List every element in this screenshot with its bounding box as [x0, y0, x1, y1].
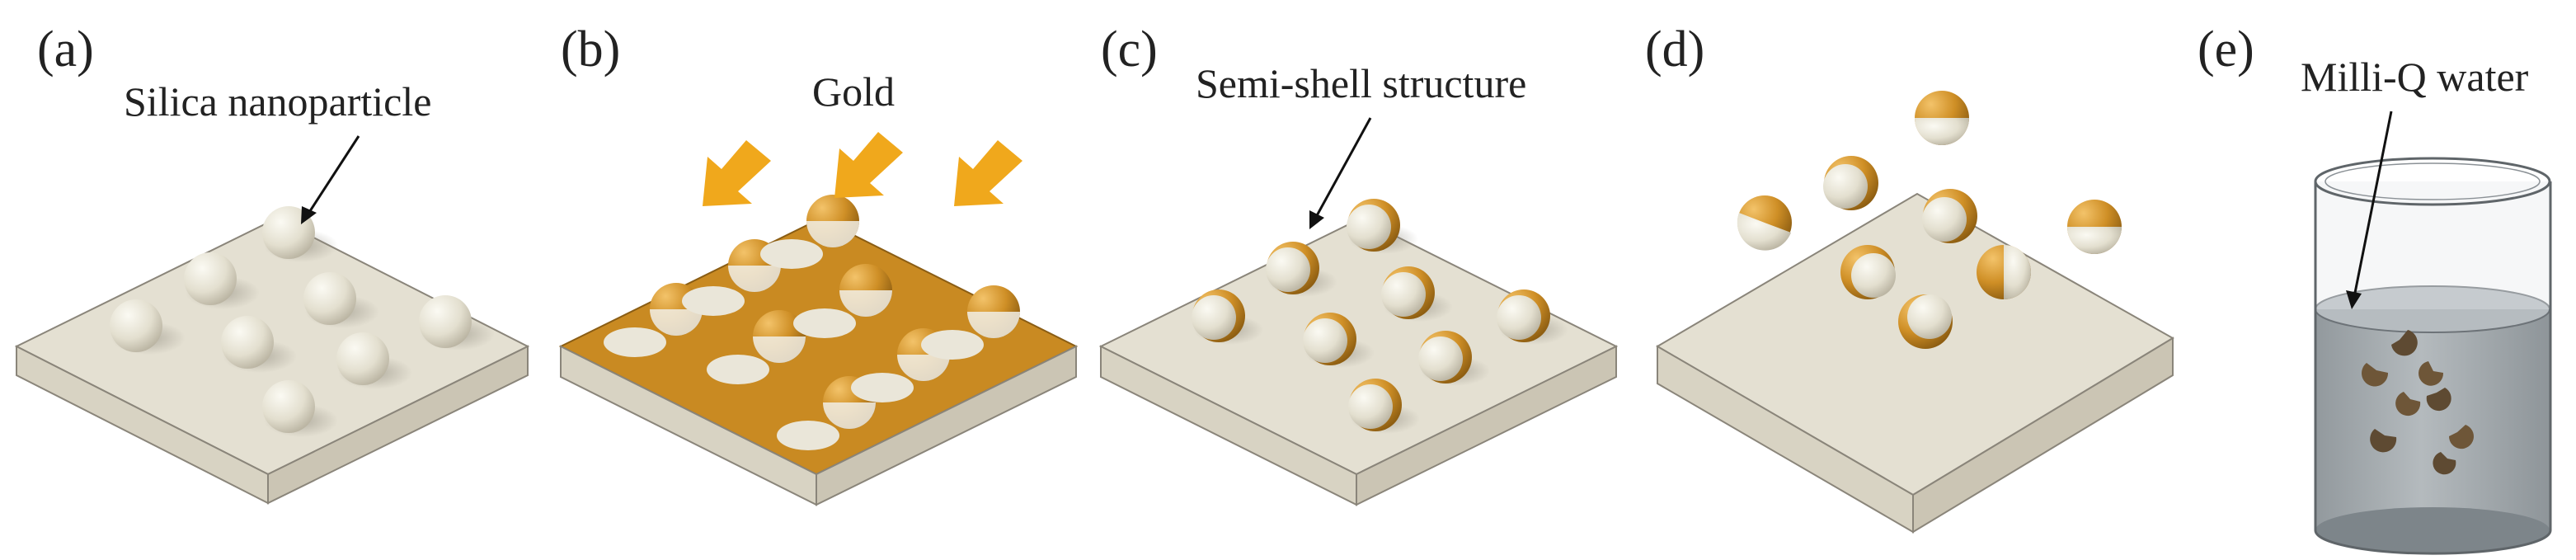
panel-d-letter: (d)	[1645, 21, 1704, 78]
panel-c: (c) Semi-shell structure	[1098, 21, 1619, 506]
gold-coated-particle	[707, 310, 806, 384]
callout-milli-q-water: Milli-Q water	[2301, 54, 2529, 100]
gold-coated-particle	[760, 195, 859, 269]
silica-nanoparticles-a	[110, 206, 495, 437]
beaker	[2314, 157, 2552, 555]
gold-deposition-arrows	[703, 132, 1022, 206]
semi-shell-particle	[1348, 379, 1420, 434]
deposition-arrow-icon	[703, 140, 771, 206]
deposition-arrow-icon	[954, 140, 1022, 206]
callout-arrow-c	[1309, 117, 1372, 229]
panel-e-letter: (e)	[2198, 21, 2254, 78]
released-particles-d	[1737, 91, 2122, 349]
panel-a-letter: (a)	[37, 21, 94, 78]
silica-nanoparticle	[419, 295, 495, 351]
semi-shell-particle	[1922, 189, 1977, 243]
silica-nanoparticle	[110, 299, 186, 355]
semi-shell-particle	[1915, 91, 1969, 145]
semi-shell-particle	[2067, 200, 2122, 254]
semi-shell-particle	[1823, 156, 1878, 210]
semi-shell-particle	[1266, 242, 1337, 297]
panel-a: (a) Silica nanoparticle	[14, 21, 530, 505]
semi-shell-particle	[1840, 245, 1896, 299]
callout-gold: Gold	[812, 68, 895, 115]
gold-coated-particle	[793, 264, 892, 338]
silica-nanoparticle	[262, 206, 338, 262]
callout-silica-nanoparticle: Silica nanoparticle	[124, 78, 431, 125]
gold-coated-particles-b	[604, 195, 1020, 450]
semi-shell-particle	[1898, 294, 1953, 349]
callout-semi-shell-structure: Semi-shell structure	[1196, 60, 1526, 106]
substrate-b	[558, 217, 1079, 506]
semi-shell-particle	[1347, 199, 1418, 254]
semi-shell-particle	[1977, 245, 2031, 299]
panel-e: (e) Milli-Q water	[2198, 21, 2552, 555]
semi-shell-particle	[1381, 266, 1453, 322]
silica-nanoparticle	[262, 380, 338, 437]
gold-coated-particle	[682, 239, 781, 316]
deposition-arrow-icon	[834, 132, 903, 198]
callout-arrow-a	[301, 135, 360, 224]
semi-shell-particle	[1192, 289, 1263, 345]
silica-nanoparticle	[336, 332, 412, 389]
silica-nanoparticle	[184, 252, 260, 309]
panel-b: (b) Gold	[558, 21, 1079, 506]
semi-shell-particle	[1497, 289, 1568, 345]
panel-b-letter: (b)	[561, 21, 620, 78]
callout-arrow-e	[2346, 111, 2393, 309]
silica-nanoparticle	[221, 316, 297, 373]
semi-shell-particle	[1303, 313, 1375, 368]
particles-in-water	[2362, 330, 2474, 475]
gold-coated-particle	[921, 285, 1020, 360]
panel-d: (d)	[1645, 21, 2174, 534]
panel-c-letter: (c)	[1101, 21, 1158, 78]
silica-nanoparticle	[303, 272, 379, 328]
gold-coated-particle	[777, 376, 876, 450]
semi-shell-particle	[1737, 195, 1792, 251]
semi-shell-particles-c	[1192, 199, 1568, 434]
semi-shell-particle	[1418, 331, 1490, 386]
